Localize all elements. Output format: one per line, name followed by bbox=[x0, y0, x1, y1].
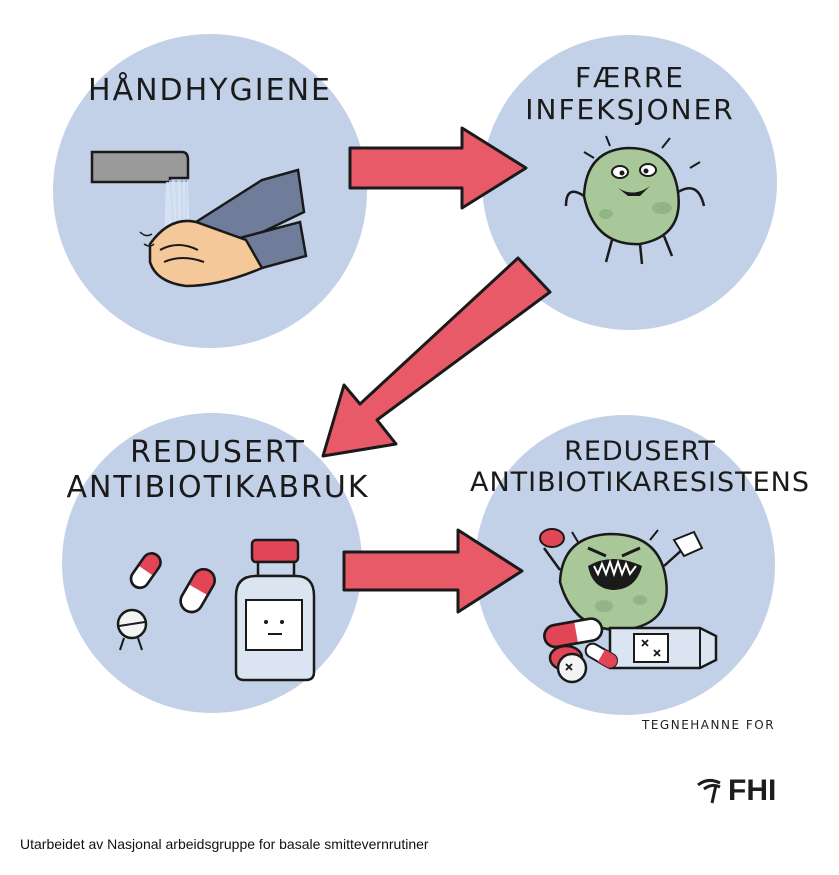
fhi-logo-text: FHI bbox=[728, 774, 777, 807]
label-bruk-line2: ANTIBIOTIKABRUK bbox=[66, 469, 370, 505]
label-bruk-line1: REDUSERT bbox=[130, 435, 306, 470]
label-handhygiene: HÅNDHYGIENE bbox=[60, 73, 360, 109]
arrow-right-top bbox=[348, 126, 528, 210]
label-handhygiene-line1: HÅNDHYGIENE bbox=[88, 73, 332, 108]
label-redusert-antibiotikabruk: REDUSERT ANTIBIOTIKABRUK bbox=[60, 435, 376, 505]
label-redusert-antibiotikaresistens: REDUSERT ANTIBIOTIKARESISTENS bbox=[470, 436, 810, 498]
hands-icon bbox=[139, 168, 308, 288]
arrow-diagonal bbox=[321, 256, 552, 458]
pills-icon bbox=[116, 552, 216, 651]
circle-handhygiene bbox=[53, 34, 367, 348]
bottle-icon bbox=[234, 538, 316, 682]
germ-icon bbox=[564, 135, 706, 265]
label-resistens-line2: ANTIBIOTIKARESISTENS bbox=[470, 467, 810, 499]
angry-germ-icon bbox=[539, 528, 718, 684]
label-faerre-infeksjoner: FÆRRE INFEKSJONER bbox=[492, 61, 768, 127]
label-faerre-line1: FÆRRE bbox=[575, 61, 685, 94]
arrow-right-bottom bbox=[342, 528, 524, 614]
label-faerre-line2: INFEKSJONER bbox=[525, 93, 735, 127]
footer-text: Utarbeidet av Nasjonal arbeidsgruppe for… bbox=[20, 836, 429, 852]
fhi-logo-icon bbox=[697, 778, 721, 804]
fhi-logo: FHI bbox=[694, 774, 776, 808]
label-resistens-line1: REDUSERT bbox=[564, 436, 716, 467]
credit-text: TEGNEHANNE FOR bbox=[642, 718, 776, 732]
